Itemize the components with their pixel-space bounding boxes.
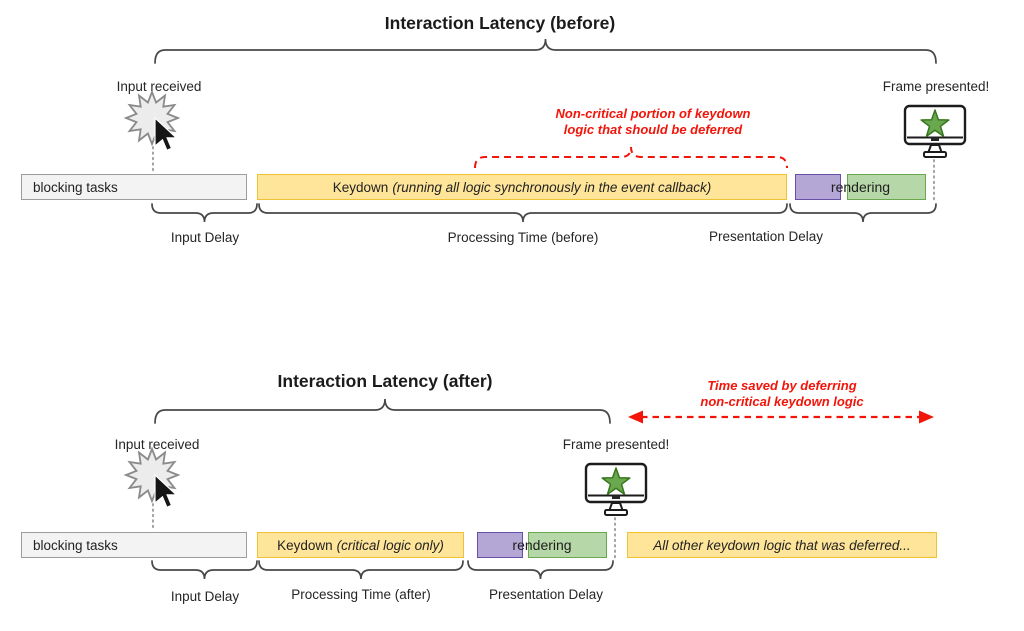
rendering-label-after: rendering xyxy=(512,537,572,553)
bar-keydown-detail: (critical logic only) xyxy=(336,537,444,553)
bar-keydown-after: Keydown (critical logic only) xyxy=(257,532,464,558)
non-critical-note-line2: logic that should be deferred xyxy=(563,122,743,137)
non-critical-note: Non-critical portion of keydown logic th… xyxy=(555,106,750,138)
non-critical-dashed-brace xyxy=(474,146,788,169)
input-received-label-after: Input received xyxy=(114,437,200,452)
bar-rendering-before xyxy=(847,174,926,200)
bar-keydown-detail: (running all logic synchronously in the … xyxy=(392,179,712,195)
time-saved-note: Time saved by deferring non-critical key… xyxy=(700,378,863,410)
bar-keydown-label: Keydown xyxy=(277,537,333,553)
frame-presented-label-after: Frame presented! xyxy=(562,437,670,452)
input-delay-brace-before xyxy=(151,203,258,223)
input-received-label-before: Input received xyxy=(116,79,202,94)
bar-rendering-after xyxy=(528,532,607,558)
time-saved-note-line2: non-critical keydown logic xyxy=(700,394,864,409)
non-critical-note-line1: Non-critical portion of keydown xyxy=(555,106,751,121)
frame-presented-label-before: Frame presented! xyxy=(882,79,990,94)
presentation-delay-label-before: Presentation Delay xyxy=(708,229,824,244)
bar-blocking-tasks-before: blocking tasks xyxy=(21,174,247,200)
processing-time-brace-after xyxy=(258,560,464,580)
section-title-before: Interaction Latency (before) xyxy=(384,13,616,33)
time-saved-arrowhead-left xyxy=(628,410,643,424)
bar-blocking-tasks-after: blocking tasks xyxy=(21,532,247,558)
bar-purple-after xyxy=(477,532,523,558)
input-delay-brace-after xyxy=(151,560,258,580)
bar-blocking-tasks-label: blocking tasks xyxy=(33,537,118,553)
bar-deferred-keydown-label: All other keydown logic that was deferre… xyxy=(653,537,911,553)
bar-keydown-before: Keydown (running all logic synchronously… xyxy=(257,174,787,200)
presentation-delay-label-after: Presentation Delay xyxy=(488,587,604,602)
bar-keydown-label: Keydown xyxy=(332,179,389,195)
time-saved-note-line1: Time saved by deferring xyxy=(707,378,857,393)
processing-time-label-before: Processing Time (before) xyxy=(447,230,599,245)
rendering-label-before: rendering xyxy=(830,179,891,195)
bar-purple-before xyxy=(795,174,841,200)
processing-time-brace-before xyxy=(258,203,788,223)
input-delay-label-after: Input Delay xyxy=(170,589,240,604)
bar-deferred-keydown: All other keydown logic that was deferre… xyxy=(627,532,937,558)
monitor-with-star-icon xyxy=(903,104,967,158)
overall-latency-brace-before xyxy=(154,38,937,64)
bar-blocking-tasks-label: blocking tasks xyxy=(33,179,118,195)
click-burst-cursor-icon xyxy=(123,89,181,152)
time-saved-arrowhead-right xyxy=(919,410,934,424)
presentation-delay-brace-after xyxy=(467,560,614,580)
overall-latency-brace-after xyxy=(154,398,611,424)
input-delay-label-before: Input Delay xyxy=(170,230,240,245)
presentation-delay-brace-before xyxy=(789,203,937,223)
section-title-after: Interaction Latency (after) xyxy=(277,371,493,391)
click-burst-cursor-icon xyxy=(123,446,181,509)
monitor-with-star-icon xyxy=(584,462,648,516)
processing-time-label-after: Processing Time (after) xyxy=(291,587,431,602)
